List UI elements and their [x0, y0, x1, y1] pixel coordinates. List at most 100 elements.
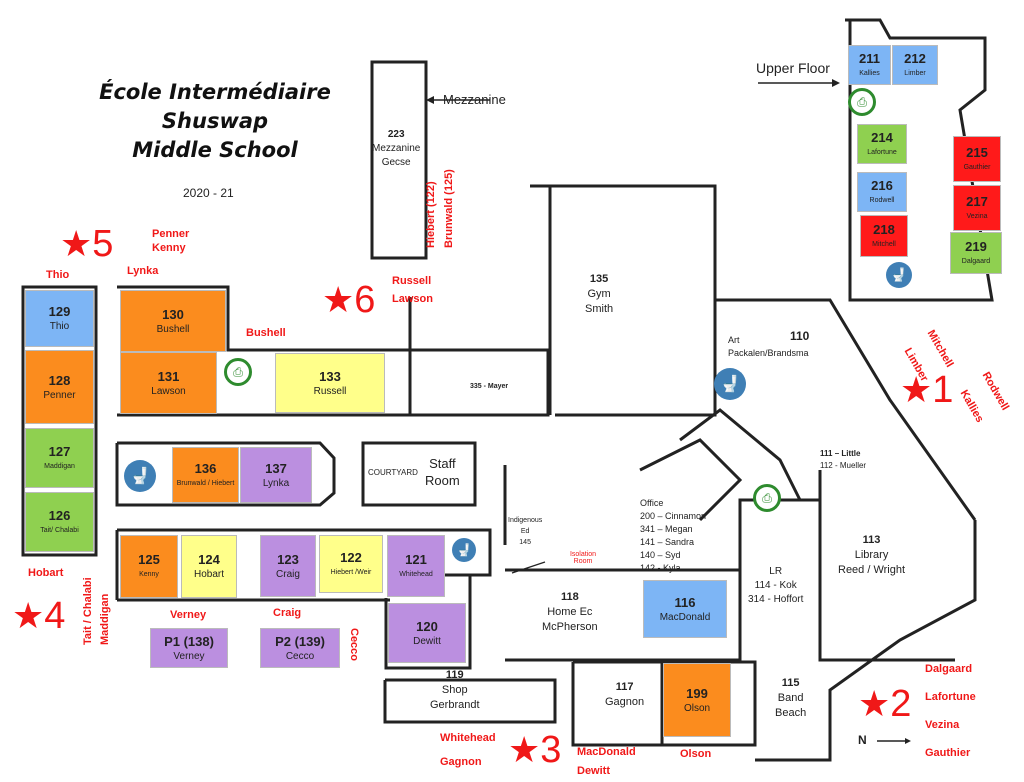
muster-point-4: ★4	[12, 597, 65, 635]
space-label-line: 111 – Little	[820, 449, 861, 458]
space-label-line: Smith	[585, 303, 614, 315]
space-label-line: Gerbrandt	[430, 699, 480, 711]
space-label-line: 142 - Kyla	[640, 563, 681, 573]
washroom-icon: 🚽	[452, 538, 476, 562]
muster-point-2: ★2	[858, 685, 911, 723]
room-number: 199	[686, 685, 708, 701]
star-icon: ★	[60, 223, 93, 264]
muster-teacher-label: Brunwald (125)	[443, 169, 455, 248]
muster-teacher-label: Dewitt	[577, 765, 610, 777]
room-number: 127	[48, 443, 71, 459]
room-number: 116	[674, 594, 696, 610]
room-number: 219	[965, 238, 987, 254]
space-label-line: 141 – Sandra	[640, 537, 695, 547]
space-label-line: 135	[589, 273, 609, 285]
space-label-line: 118	[560, 591, 579, 603]
space-label-line: 117	[615, 681, 634, 693]
room-number: 122	[340, 549, 362, 565]
muster-teacher-label: Whitehead	[440, 732, 496, 744]
muster-point-number: 6	[354, 279, 376, 321]
space-label-line: 335 - Mayer	[470, 383, 509, 390]
muster-teacher-label: Tait / Chalabi	[82, 577, 94, 645]
space-label-line: Reed / Wright	[838, 564, 906, 576]
muster-teacher-label: Olson	[680, 748, 712, 760]
room-number: P1 (138)	[164, 633, 214, 649]
mezzanine-label: Mezzanine	[443, 92, 506, 107]
room-number: 131	[157, 368, 180, 384]
space-label-line: 140 – Syd	[640, 550, 681, 560]
room-number: P2 (139)	[275, 633, 325, 649]
space-label-line: Art	[728, 335, 740, 345]
space-label-line: Shop	[441, 684, 468, 696]
muster-teacher-label: Kenny	[152, 242, 186, 254]
room-teacher: Penner	[43, 389, 76, 401]
muster-teacher-label: Hobart	[28, 567, 64, 579]
muster-teacher-label: Craig	[273, 607, 302, 619]
space-label-line: Gecse	[381, 157, 411, 168]
room-number: 216	[871, 177, 893, 193]
room-number: 130	[162, 306, 184, 322]
room-p2: P2 (139)Cecco	[260, 628, 340, 668]
muster-teacher-label: Vezina	[925, 719, 960, 731]
school-title: École Intermédiaire Shuswap Middle Schoo…	[60, 78, 370, 165]
room-teacher: Maddigan	[44, 462, 75, 470]
muster-teacher-label: Bushell	[246, 327, 286, 339]
space-label-line: COURTYARD	[368, 468, 418, 477]
washroom-icon: 🚽	[714, 368, 746, 400]
upper-floor-label: Upper Floor	[756, 60, 830, 76]
room-teacher: Craig	[276, 568, 300, 580]
room-teacher: Rodwell	[869, 196, 895, 204]
space-label-line: Band	[777, 692, 804, 704]
room-teacher: Dewitt	[413, 635, 441, 647]
space-label-line: 113	[862, 534, 881, 546]
space-label-line: Gagnon	[605, 696, 645, 708]
room-number: 123	[277, 551, 299, 567]
muster-point-5: ★5	[60, 223, 113, 264]
room-teacher: Thio	[49, 321, 70, 332]
room-teacher: Whitehead	[399, 570, 433, 578]
space-label-line: 115	[781, 677, 800, 689]
muster-point-number: 1	[932, 369, 954, 411]
room-teacher: Russell	[313, 385, 347, 397]
space-label: 111 – Little 112 - Mueller	[820, 448, 866, 472]
room-number: 217	[966, 193, 988, 209]
room-teacher: Dalgaard	[961, 257, 991, 265]
room-teacher: Hobart	[193, 569, 224, 580]
washroom-icon: 🚽	[124, 460, 156, 492]
room-teacher: Kenny	[139, 571, 159, 578]
room-teacher: Lafortune	[867, 148, 897, 156]
space-label-line: 110	[790, 329, 810, 343]
space-label: COURTYARD	[368, 467, 418, 479]
space-label-line: Staff	[429, 456, 456, 471]
room-number: 211	[859, 50, 880, 66]
muster-teacher-label: Cecco	[348, 628, 360, 662]
room-teacher: Limber	[904, 69, 926, 77]
space-label-line: Gym	[587, 288, 611, 300]
room-teacher: Cecco	[285, 650, 315, 662]
space-label: 335 - Mayer	[470, 381, 508, 392]
space-label-line: Beach	[775, 707, 807, 719]
space-label-line: 112 - Mueller	[820, 461, 867, 470]
space-label-line: Mezzanine	[372, 143, 421, 154]
